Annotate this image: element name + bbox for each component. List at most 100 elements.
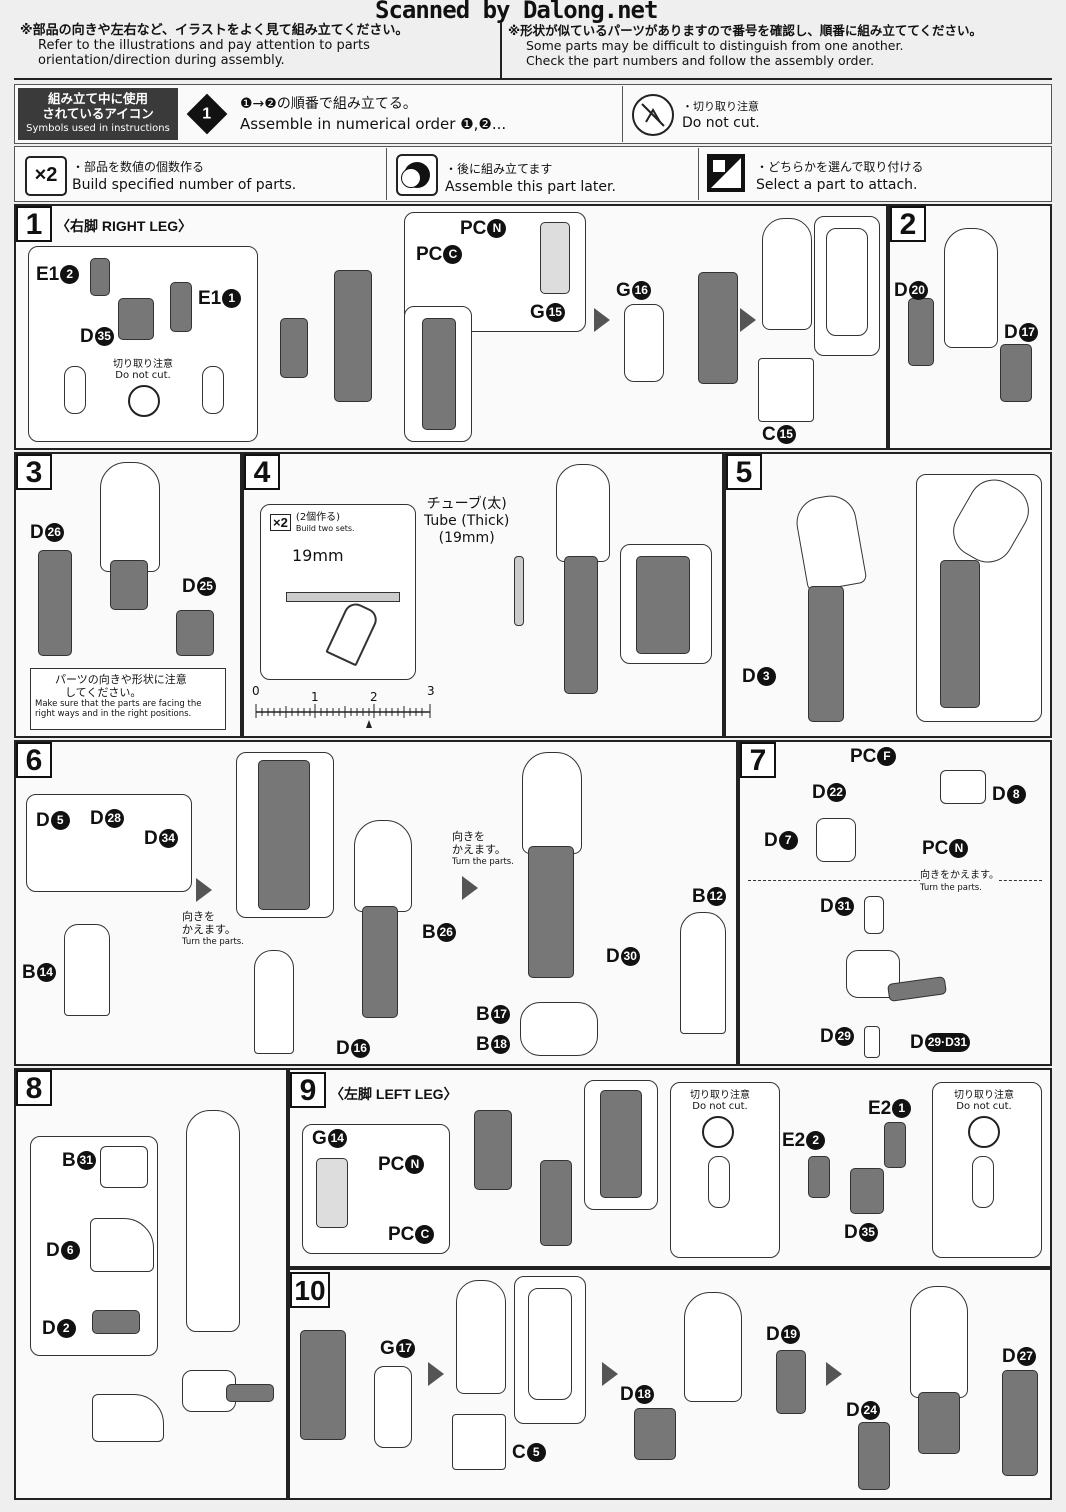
note-left-en-2: orientation/direction during assembly.	[38, 53, 285, 68]
select-jp: ・どちらかを選んで取り付ける	[756, 160, 924, 174]
step-1-nocut: 切り取り注意 Do not cut.	[113, 359, 173, 381]
notes-divider	[500, 22, 502, 78]
legend-divider-3	[698, 148, 699, 200]
caution-jp-2: してください。	[65, 686, 142, 699]
order-en: Assemble in numerical order ❶,❷...	[240, 115, 507, 133]
flow-arrow-10c	[826, 1362, 842, 1386]
legend-row-2	[14, 146, 1052, 202]
part-thigh-10c	[910, 1286, 968, 1398]
times2-jp: ・部品を数値の個数作る	[72, 160, 205, 174]
tube-cut-diagram	[286, 592, 400, 602]
part-thigh-6b	[522, 752, 582, 854]
step-1-nocut-icon	[128, 385, 160, 417]
legend-header-jp-1: 組み立て中に使用	[47, 91, 148, 106]
part-thigh-10	[456, 1280, 506, 1394]
part-leg-6b	[528, 846, 574, 978]
runner-9b	[972, 1156, 994, 1208]
nocut-9a-en: Do not cut.	[692, 1101, 748, 1112]
part-d25	[176, 610, 214, 656]
note-left-en-1: Refer to the illustrations and pay atten…	[38, 38, 370, 53]
note-left: ※部品の向きや左右など、イラストをよく見て組み立てください。 Refer to …	[20, 23, 500, 68]
part-d19	[776, 1350, 806, 1414]
part-thigh-6	[354, 820, 412, 912]
part-g16	[624, 304, 664, 382]
part-leg-10c	[918, 1392, 960, 1454]
runner-9a	[708, 1156, 730, 1208]
times2-text: ・部品を数値の個数作る Build specified number of pa…	[72, 158, 296, 194]
part-shin-6	[254, 950, 294, 1054]
step-9-nocut-2: 切り取り注意 Do not cut.	[954, 1090, 1014, 1112]
part-b12	[680, 912, 726, 1034]
step-3-number: 3	[16, 454, 52, 490]
part-g17	[374, 1366, 412, 1448]
detail-knee-9	[600, 1090, 642, 1198]
nocut-9a-jp: 切り取り注意	[690, 1090, 750, 1101]
note-right-en-1: Some parts may be difficult to distingui…	[526, 38, 904, 53]
part-g15	[540, 222, 570, 294]
part-toe-8	[92, 1394, 164, 1442]
step-9-number: 9	[290, 1072, 326, 1108]
step-4-x2: ×2 (2個作る)Build two sets.	[270, 512, 355, 534]
top-notes-bar	[14, 20, 1052, 80]
part-d8	[940, 770, 986, 804]
step-6-number: 6	[16, 742, 52, 778]
tube-len: (19mm)	[438, 530, 495, 546]
detail-leg-6	[258, 760, 310, 910]
step-7-divider	[748, 880, 1042, 881]
part-leg-4	[564, 556, 598, 694]
later-text: ・後に組み立てます Assemble this part later.	[445, 160, 616, 196]
part-d6	[90, 1218, 154, 1272]
note-right-en-2: Check the part numbers and follow the as…	[526, 53, 875, 68]
part-d18	[634, 1408, 676, 1460]
part-foot-6	[520, 1002, 598, 1056]
x2-jp: (2個作る)	[295, 512, 341, 523]
flow-arrow-10b	[602, 1362, 618, 1386]
ruler-0: 0	[252, 684, 260, 698]
note-left-jp: ※部品の向きや左右など、イラストをよく見て組み立てください。	[20, 23, 409, 38]
nocut-text: ・切り取り注意 Do not cut.	[682, 98, 760, 132]
legend-header: 組み立て中に使用 されているアイコン Symbols used in instr…	[18, 88, 178, 140]
nocut-en: Do not cut.	[682, 115, 760, 131]
later-en: Assemble this part later.	[445, 179, 616, 195]
order-text: ❶→❷の順番で組み立てる。 Assemble in numerical orde…	[240, 94, 506, 134]
step-7-turn: 向きをかえます。 Turn the parts.	[920, 870, 999, 894]
part-leg-9b	[540, 1160, 572, 1246]
step-7-number: 7	[740, 742, 776, 778]
part-b14	[64, 924, 110, 1016]
turn-en-2: Turn the parts.	[452, 857, 514, 867]
turn-jp-1a: 向きを	[182, 910, 215, 923]
step-7-panel	[738, 740, 1052, 1066]
part-thigh-2	[944, 228, 998, 348]
tube-jp: チューブ(太)	[426, 496, 507, 512]
nocut-9b-en: Do not cut.	[956, 1101, 1012, 1112]
later-icon	[396, 154, 438, 196]
times2-icon: ×2	[25, 156, 67, 196]
part-thigh-10b	[684, 1292, 742, 1402]
turn-jp-2b: かえます。	[452, 843, 506, 856]
step-9-nocut-icon-1	[702, 1116, 734, 1148]
detail-leg-5	[940, 560, 980, 708]
part-spike-8	[226, 1384, 274, 1402]
ruler-1: 1	[311, 690, 319, 704]
part-leg-9a	[474, 1110, 512, 1190]
